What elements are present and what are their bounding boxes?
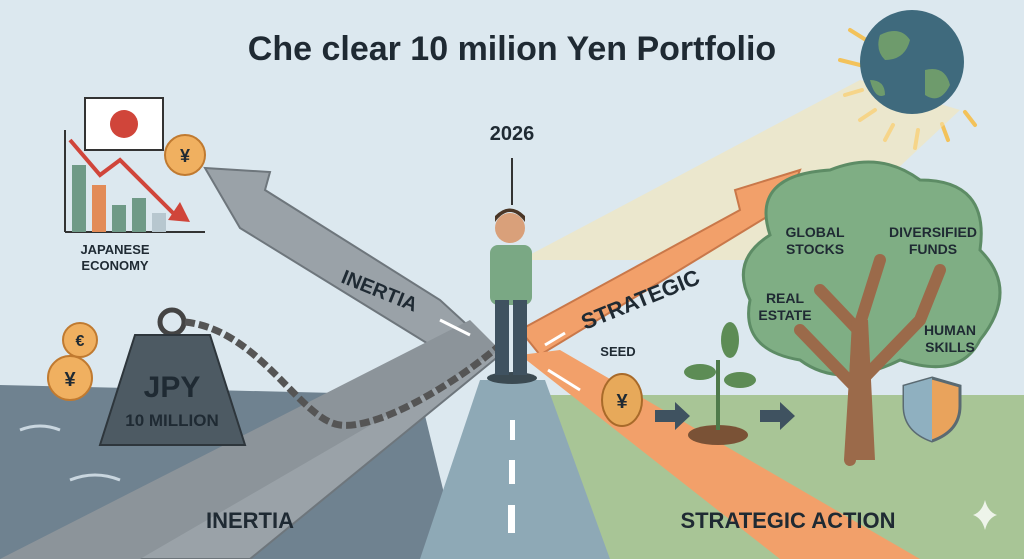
inertia-bottom-label: INERTIA: [206, 508, 294, 533]
weight-amount: 10 MILLION: [125, 411, 219, 430]
branch-real-estate-line2: ESTATE: [758, 307, 811, 323]
yen-coin-icon: [164, 134, 206, 176]
branch-human-skills-line2: SKILLS: [925, 339, 975, 355]
chain: [184, 318, 503, 429]
euro-coin-icon: [62, 322, 98, 358]
seed-icon: [601, 373, 643, 427]
japanese-economy-chart: ¥: [64, 97, 206, 233]
branch-diversified-funds-line1: DIVERSIFIED: [889, 224, 977, 240]
svg-text:¥: ¥: [64, 369, 76, 391]
page-title: Che clear 10 milion Yen Portfolio: [248, 30, 776, 68]
road-dashes: [508, 420, 515, 533]
yen-coin-icon: [47, 355, 93, 401]
seed-label: SEED: [600, 344, 635, 359]
person-figure: [487, 208, 537, 384]
arrow-right-icon: [655, 402, 690, 430]
branch-human-skills-line1: HUMAN: [924, 322, 976, 338]
strategic-dash: [544, 331, 566, 347]
branch-diversified-funds-line2: FUNDS: [909, 241, 957, 257]
sprout-icon: [684, 322, 756, 445]
jpy-weight: [98, 307, 503, 446]
weight-currency: JPY: [144, 371, 201, 404]
svg-text:€: €: [76, 333, 85, 350]
globe-icon: [860, 10, 964, 114]
economy-label-line2: ECONOMY: [81, 258, 149, 273]
inertia-dash: [439, 318, 471, 337]
year-label: 2026: [490, 123, 535, 145]
branch-global-stocks-line1: GLOBAL: [785, 224, 845, 240]
down-arrow-icon: [168, 202, 190, 222]
seed-pointer: [547, 368, 581, 392]
coin-stack: € ¥: [47, 322, 98, 401]
sunlight-beam: [520, 80, 960, 260]
seed-symbol: ¥: [616, 391, 628, 413]
shield-icon: [902, 376, 962, 443]
svg-text:¥: ¥: [180, 146, 190, 166]
tree-icon: [741, 160, 1002, 466]
branch-real-estate-line1: REAL: [766, 290, 805, 306]
branch-global-stocks-line2: STOCKS: [786, 241, 844, 257]
economy-label-line1: JAPANESE: [80, 242, 149, 257]
arrow-right-icon: [760, 402, 795, 430]
strategic-action-bottom-label: STRATEGIC ACTION: [680, 508, 895, 533]
inertia-arrow-body: [0, 320, 500, 559]
sparkle-icon: [973, 500, 997, 530]
